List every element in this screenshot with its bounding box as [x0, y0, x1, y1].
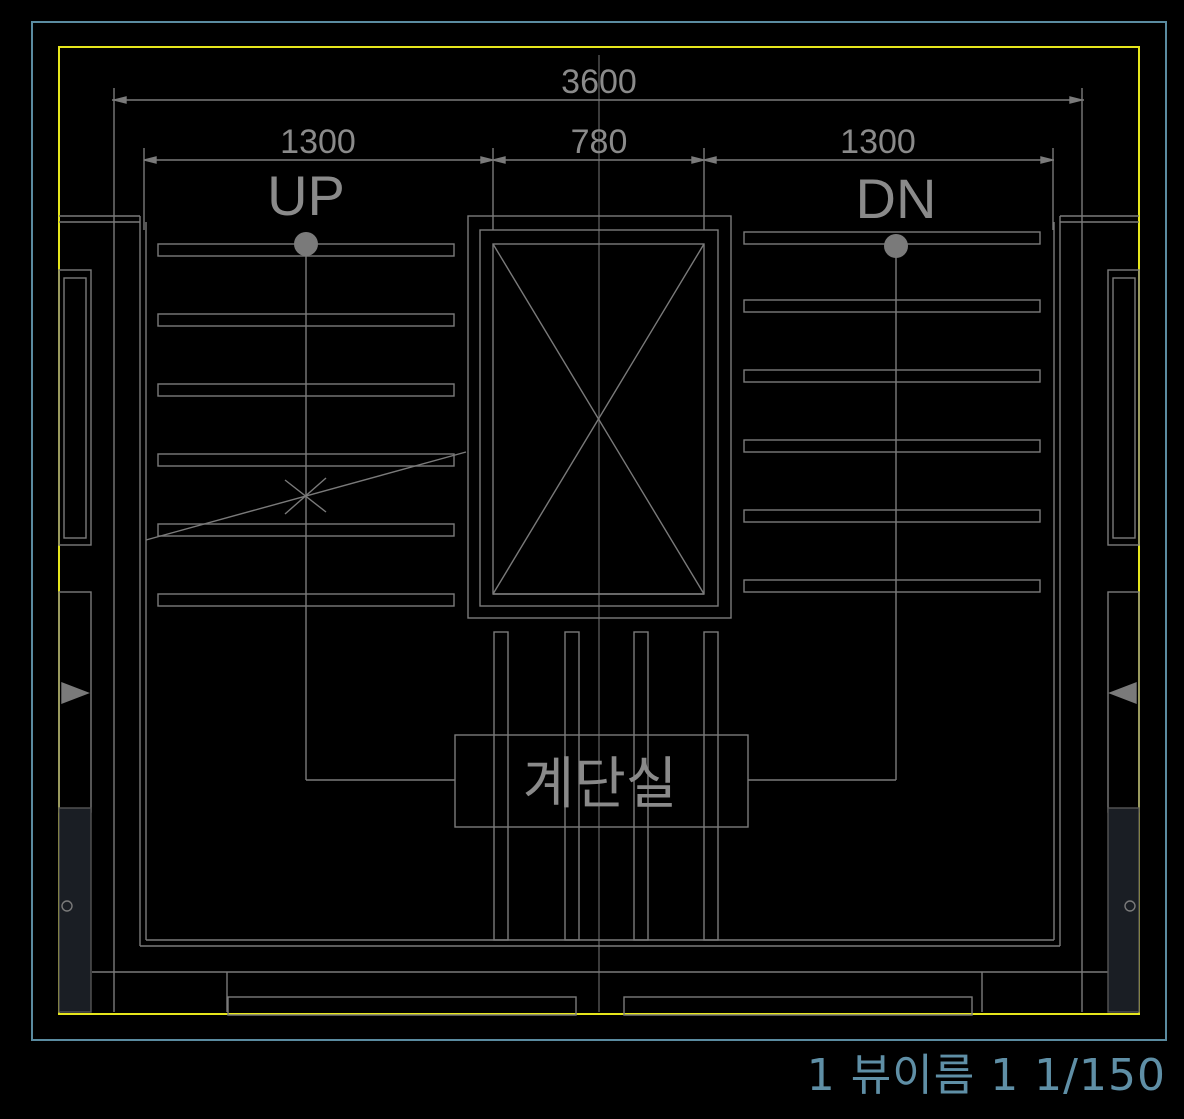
down-direction-dot: [884, 234, 908, 258]
sheet-frame: [31, 21, 1167, 1041]
down-label: DN: [856, 167, 937, 230]
dimension-middle: 780: [571, 123, 628, 161]
dimension-overall: 3600: [561, 63, 637, 101]
linework: [58, 55, 1140, 1016]
view-title: 1 뷰이름 1 1/150: [806, 1050, 1166, 1101]
dimension-left: 1300: [280, 123, 356, 161]
up-label: UP: [267, 164, 345, 227]
dimension-right: 1300: [840, 123, 916, 161]
up-direction-dot: [294, 232, 318, 256]
room-name: 계단실: [523, 752, 678, 815]
